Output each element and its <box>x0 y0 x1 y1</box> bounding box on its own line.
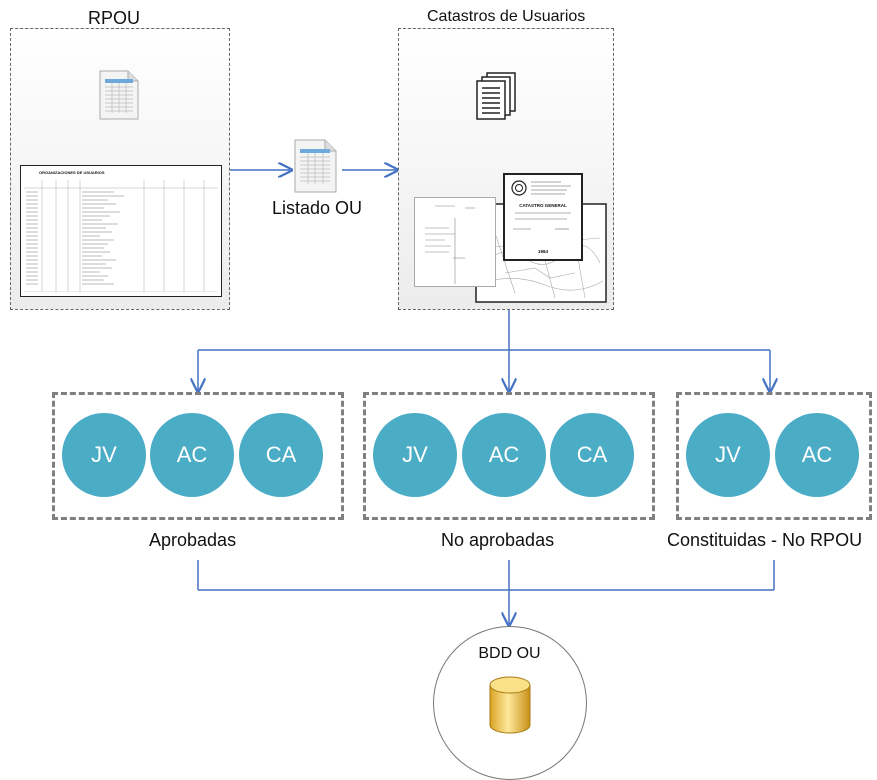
spreadsheet-document: ORGANIZACIONES DE USUARIOS <box>20 165 222 297</box>
seal-icon <box>511 180 527 196</box>
spreadsheet-icon <box>99 70 139 120</box>
listado-label: Listado OU <box>272 198 363 218</box>
circle-ac: AC <box>462 413 546 497</box>
handwritten-document <box>414 197 496 287</box>
circle-jv: JV <box>62 413 146 497</box>
spreadsheet-grid <box>24 180 218 292</box>
database-icon <box>489 676 531 734</box>
documents-icon <box>476 72 516 120</box>
group-constituidas-no-rpou: JV AC <box>676 392 872 520</box>
circle-jv: JV <box>686 413 770 497</box>
catastros-title: Catastros de Usuarios <box>427 8 586 25</box>
group-aprobadas: JV AC CA <box>52 392 344 520</box>
group-no-aprobadas: JV AC CA <box>363 392 655 520</box>
cover-title: CATASTRO GENERAL <box>519 203 567 208</box>
circle-ca: CA <box>239 413 323 497</box>
circle-jv: JV <box>373 413 457 497</box>
spreadsheet-title: ORGANIZACIONES DE USUARIOS <box>39 170 105 175</box>
group-label-constituidas: Constituidas - No RPOU <box>667 530 863 550</box>
circle-ca: CA <box>550 413 634 497</box>
catastro-cover-document: CATASTRO GENERAL 1984 <box>503 173 583 261</box>
circle-ac: AC <box>150 413 234 497</box>
rpou-panel: ORGANIZACIONES DE USUARIOS <box>10 28 230 310</box>
listado-spreadsheet-icon <box>294 139 337 193</box>
bdd-label: BDD OU <box>478 645 541 662</box>
catastros-panel: CATASTRO GENERAL 1984 <box>398 28 614 310</box>
rpou-title: RPOU <box>88 8 141 28</box>
circle-ac: AC <box>775 413 859 497</box>
group-label-no-aprobadas: No aprobadas <box>441 530 555 550</box>
group-label-aprobadas: Aprobadas <box>149 530 237 550</box>
bdd-circle: BDD OU <box>433 626 587 780</box>
cover-year: 1984 <box>537 249 548 254</box>
